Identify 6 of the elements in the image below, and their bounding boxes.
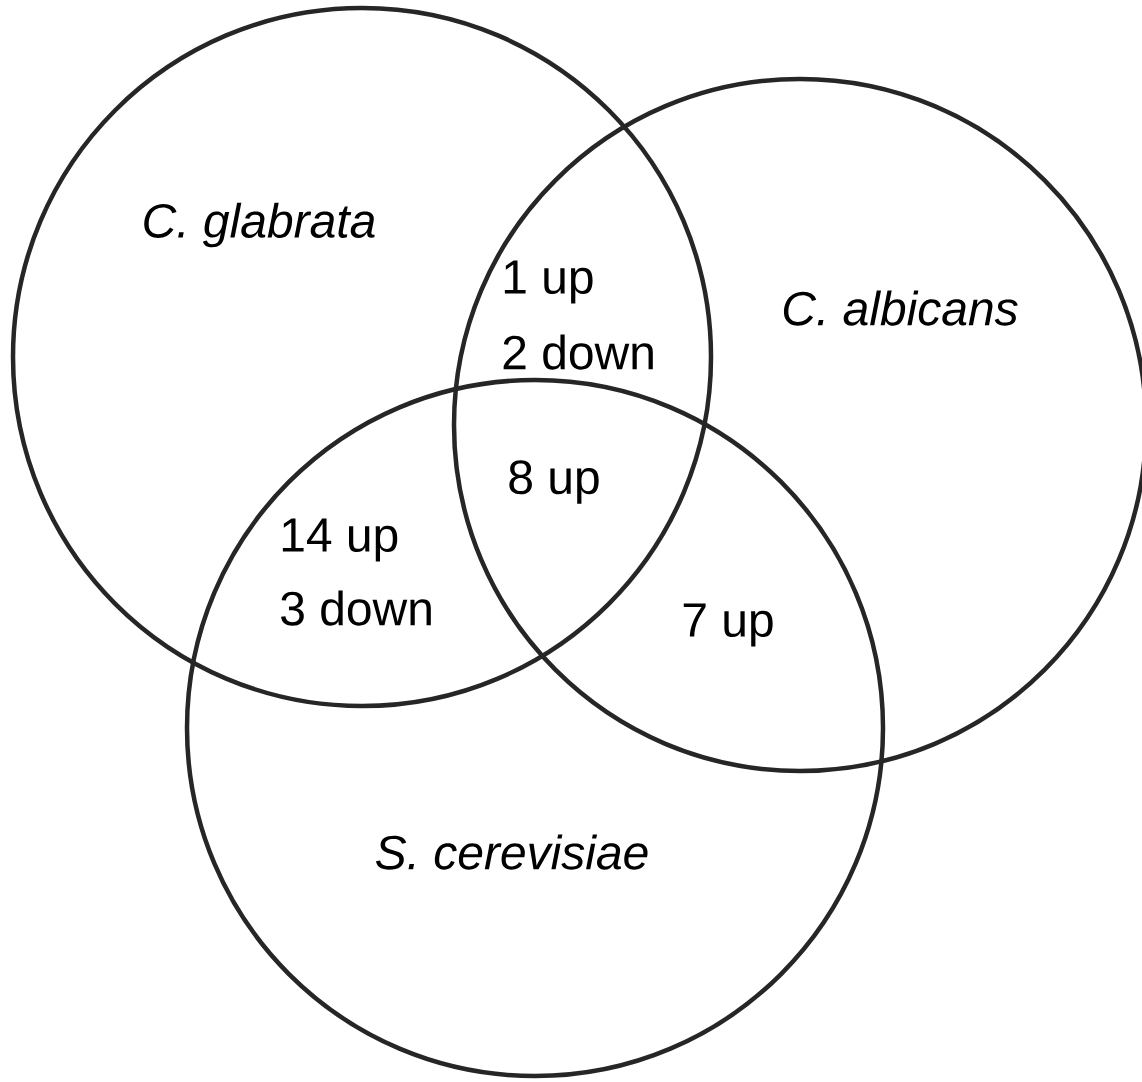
region-count: 14 up [282, 518, 398, 562]
region-count: 7 up [683, 603, 773, 647]
region-count: 8 up [509, 460, 599, 504]
region-count: 1 up [504, 260, 593, 304]
region-count: 3 down [281, 590, 431, 626]
region-count: 2 down [503, 334, 653, 370]
